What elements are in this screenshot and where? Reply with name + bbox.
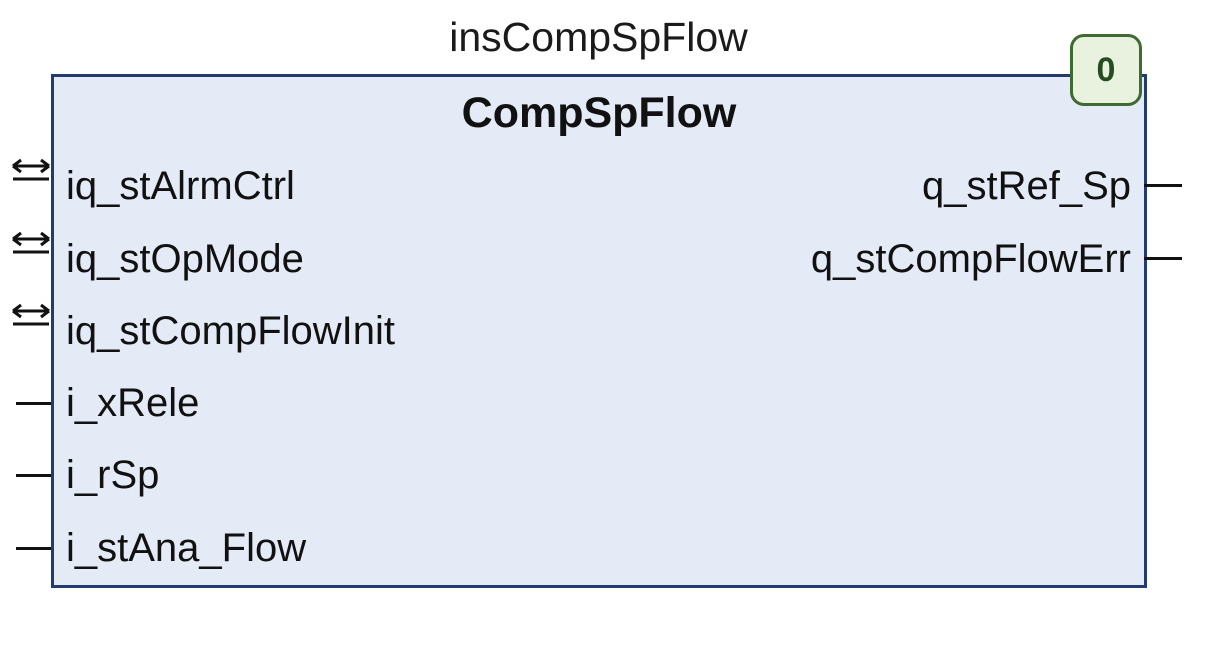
function-block[interactable]: CompSpFlow [51,74,1147,588]
inout-pin-iq-stcompflowinit[interactable]: iq_stCompFlowInit [66,309,396,353]
input-pin-i-stana-flow[interactable]: i_stAna_Flow [66,526,307,570]
inout-pin-icon [12,303,50,326]
output-pin-line[interactable] [1144,184,1182,187]
inout-pin-iq-stalrmctrl[interactable]: iq_stAlrmCtrl [66,164,295,208]
output-pin-q-stcompflowerr[interactable]: q_stCompFlowErr [810,237,1131,281]
block-type-name: CompSpFlow [461,89,737,137]
execution-order-badge[interactable]: 0 [1070,34,1142,106]
input-pin-line[interactable] [16,402,51,405]
instance-name[interactable]: insCompSpFlow [449,14,748,60]
output-pin-line[interactable] [1144,257,1182,260]
output-pin-q-stref-sp[interactable]: q_stRef_Sp [921,164,1131,208]
input-pin-line[interactable] [16,547,51,550]
inout-pin-icon [12,158,50,181]
input-pin-line[interactable] [16,474,51,477]
input-pin-i-rsp[interactable]: i_rSp [66,453,160,497]
input-pin-i-xrele[interactable]: i_xRele [66,381,200,425]
inout-pin-iq-stopmode[interactable]: iq_stOpMode [66,237,304,281]
inout-pin-icon [12,231,50,254]
